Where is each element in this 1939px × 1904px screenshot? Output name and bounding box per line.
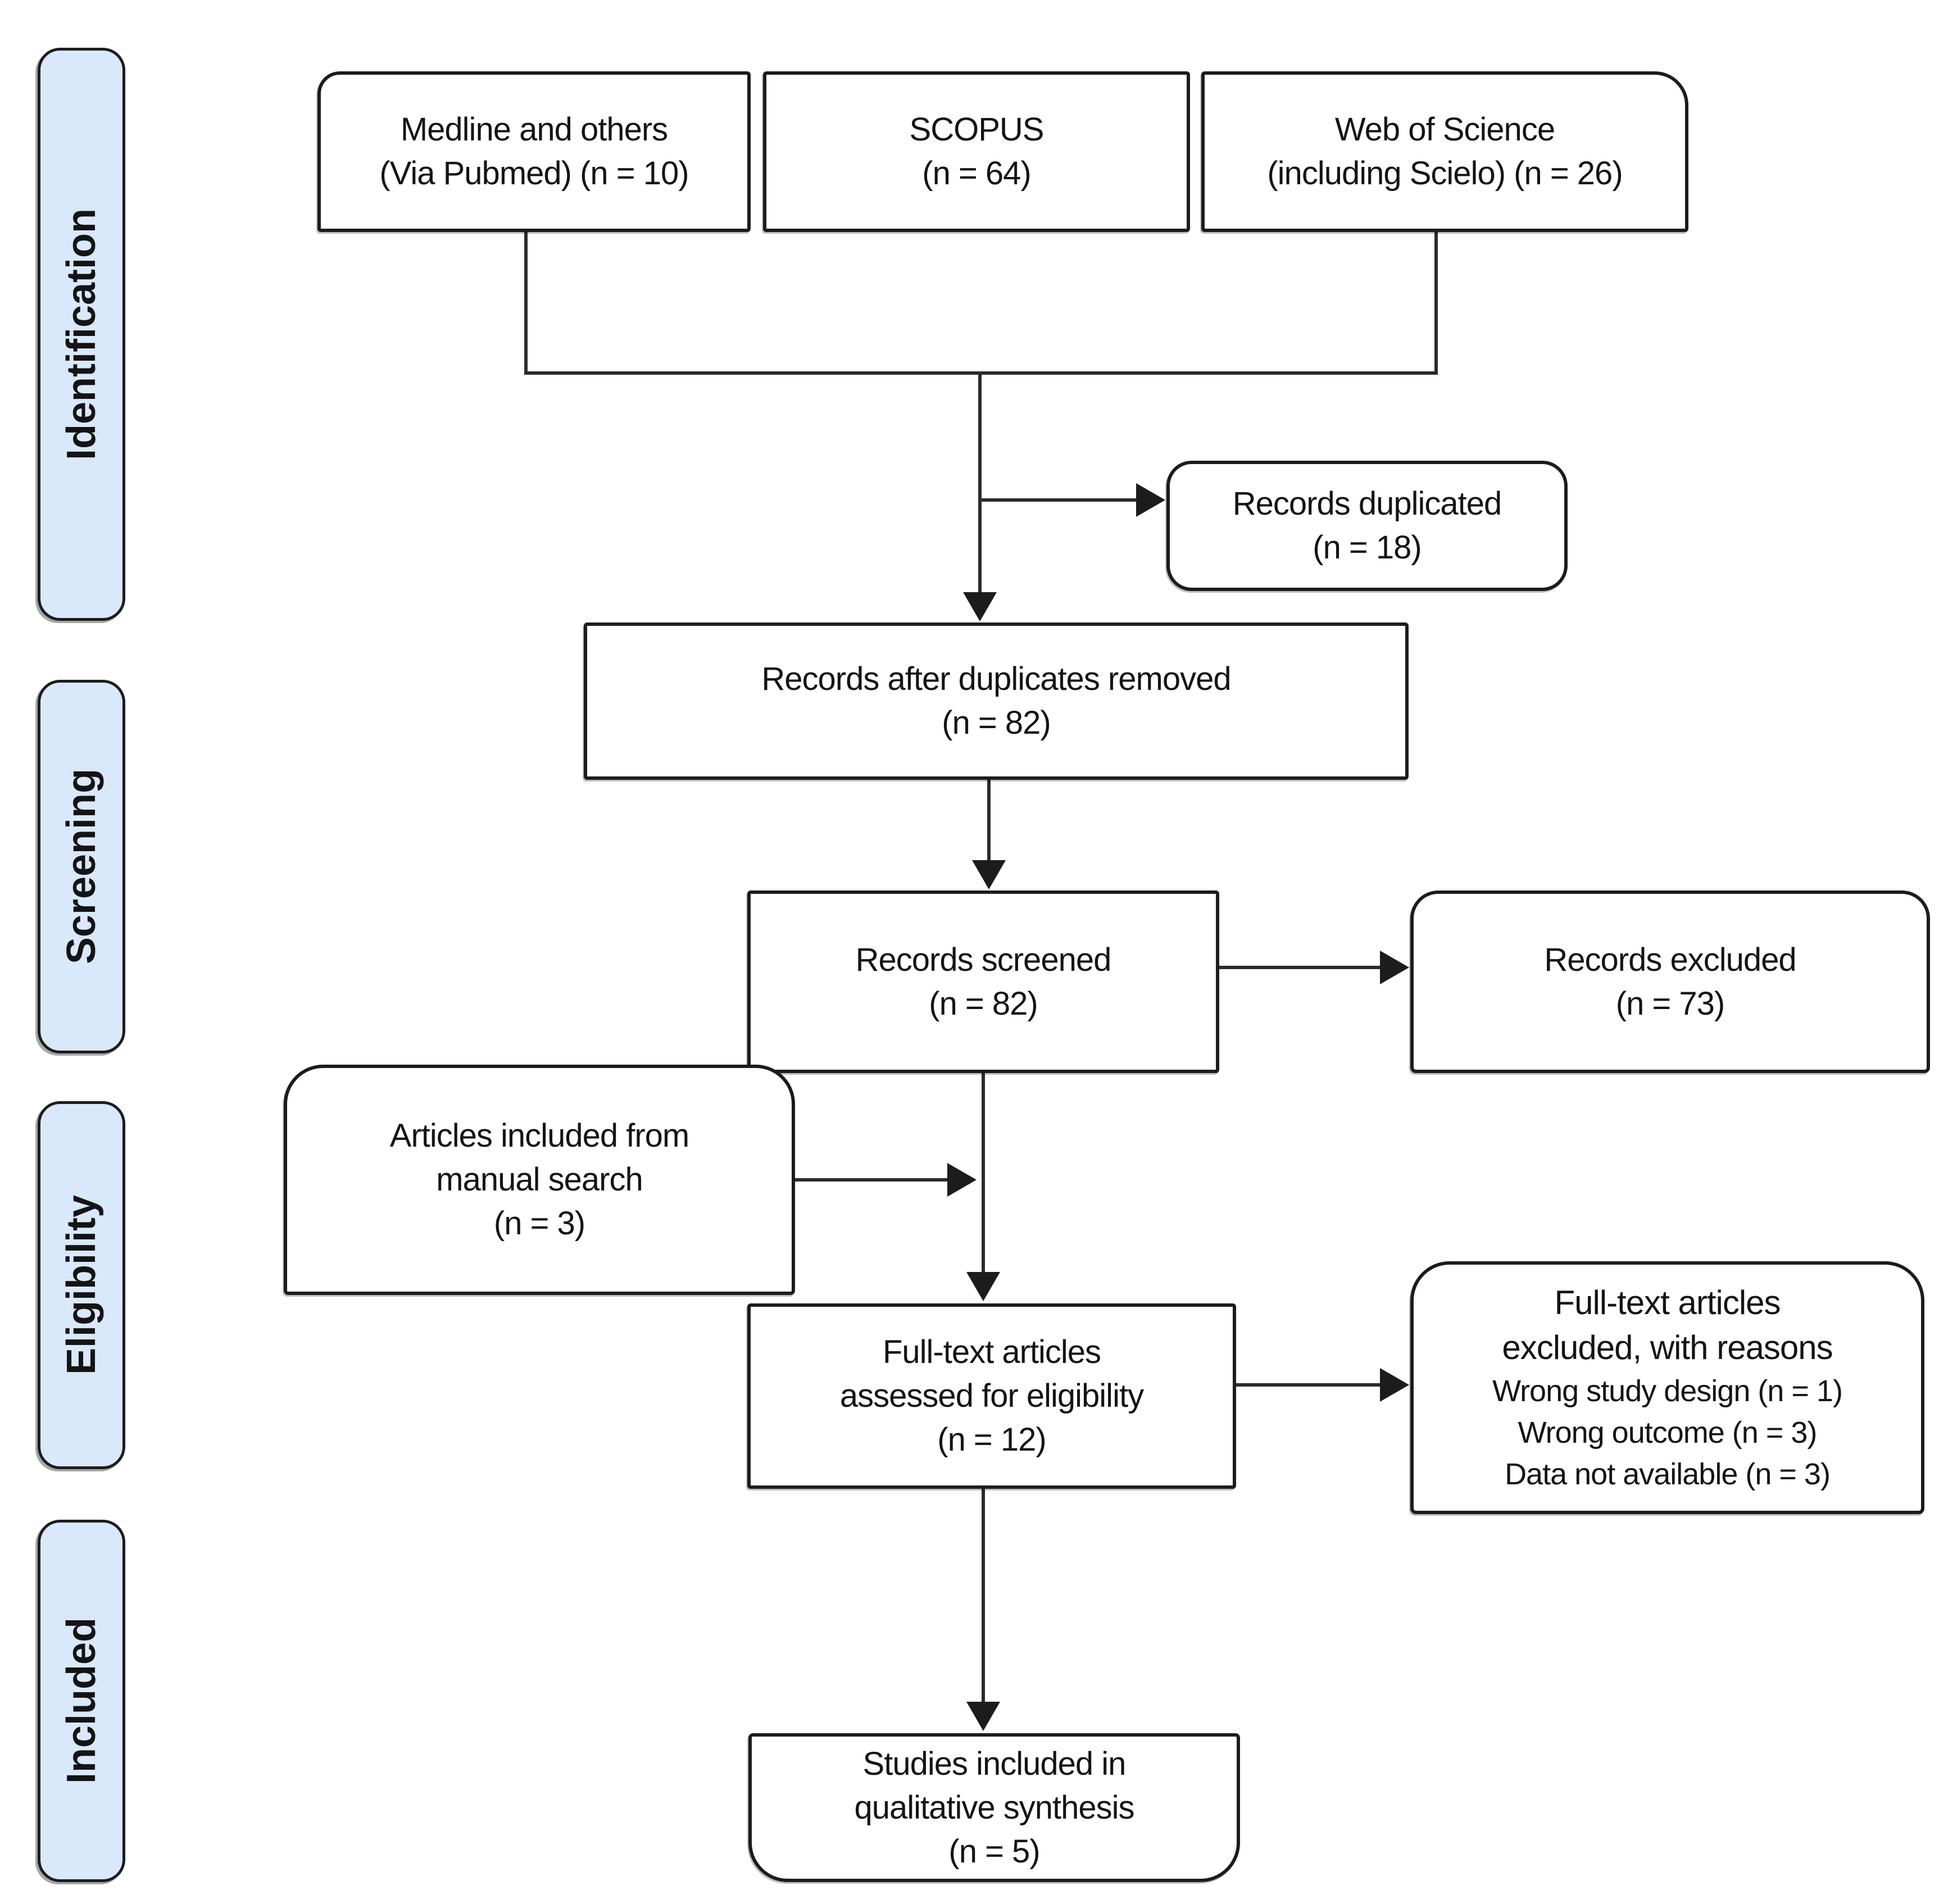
node-line: excluded, with reasons [1502,1329,1833,1366]
node-manual-search: Articles included from manual search (n … [284,1065,795,1295]
arrowhead-fulltext-excluded [1380,1368,1409,1402]
node-web-of-science-sources: Web of Science (including Scielo) (n = 2… [1201,71,1688,232]
arrowhead-records-excluded [1380,951,1409,984]
node-records-screened: Records screened (n = 82) [747,890,1219,1073]
node-records-after-duplicates: Records after duplicates removed (n = 82… [584,622,1409,780]
stage-label-text: Identification [59,208,104,460]
arrowhead-records-screened [972,860,1006,889]
arrowhead-records-after [963,592,997,621]
node-line: Studies included in [862,1745,1127,1782]
node-line: (n = 73) [1615,985,1725,1022]
node-line: (n = 12) [937,1421,1046,1458]
node-line: Full-text articles [882,1334,1101,1370]
node-line: (Via Pubmed) (n = 10) [379,155,689,192]
node-line: (n = 18) [1313,529,1422,566]
node-line: Records screened [855,941,1112,978]
node-line: (n = 82) [942,705,1051,741]
stage-label-text: Eligibility [59,1195,104,1375]
node-line: Full-text articles [1554,1284,1781,1321]
node-line: Data not available (n = 3) [1505,1457,1831,1491]
node-line: (n = 3) [493,1205,585,1242]
arrowhead-studies-included [966,1702,1000,1731]
stage-label-text: Screening [59,769,104,965]
node-line: (n = 64) [922,155,1031,192]
node-line: Records duplicated [1232,485,1502,522]
node-medline-sources: Medline and others (Via Pubmed) (n = 10) [317,71,751,232]
stage-label-included: Included [38,1520,125,1882]
node-line: Records excluded [1544,941,1796,978]
node-fulltext-assessed: Full-text articles assessed for eligibil… [747,1303,1236,1489]
node-line: (including Scielo) (n = 26) [1267,155,1623,192]
node-line: Wrong outcome (n = 3) [1518,1416,1818,1449]
stage-label-eligibility: Eligibility [38,1101,125,1469]
stage-label-text: Included [59,1617,104,1784]
node-line: Medline and others [400,111,668,148]
node-studies-included: Studies included in qualitative synthesi… [748,1733,1240,1882]
node-line: Web of Science [1334,111,1555,148]
arrowhead-records-duplicated [1136,483,1165,517]
node-line: qualitative synthesis [854,1789,1134,1826]
stage-label-screening: Screening [38,680,125,1053]
arrowhead-manual-search [947,1163,977,1197]
node-line: assessed for eligibility [839,1378,1144,1414]
node-records-excluded: Records excluded (n = 73) [1410,890,1930,1073]
node-line: Articles included from [389,1117,689,1154]
node-fulltext-excluded: Full-text articles excluded, with reason… [1410,1261,1924,1514]
node-line: manual search [436,1161,643,1198]
stage-label-identification: Identification [38,48,125,621]
node-line: (n = 5) [948,1833,1040,1870]
node-line: SCOPUS [909,111,1045,148]
node-line: Wrong study design (n = 1) [1492,1374,1843,1408]
node-line: (n = 82) [929,985,1038,1022]
node-records-duplicated: Records duplicated (n = 18) [1166,461,1568,591]
node-scopus-sources: SCOPUS (n = 64) [763,71,1190,232]
node-line: Records after duplicates removed [761,661,1231,697]
arrowhead-fulltext-assessed [966,1272,1000,1301]
